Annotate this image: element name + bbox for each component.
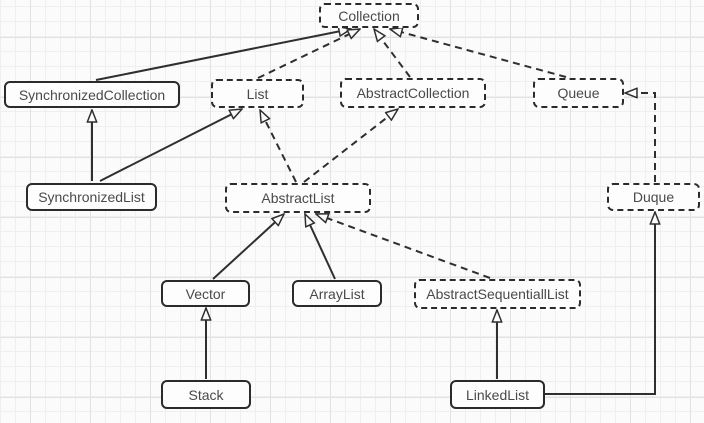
- node-collection[interactable]: Collection: [319, 3, 419, 28]
- node-stack[interactable]: Stack: [161, 380, 251, 409]
- edge-list-to-collection[interactable]: [257, 28, 360, 79]
- node-list-label: List: [246, 85, 269, 102]
- node-collection-label: Collection: [338, 7, 400, 24]
- edge-synchronizedlist-to-list[interactable]: [99, 109, 242, 182]
- edge-queue-to-collection[interactable]: [390, 29, 567, 78]
- node-synchronized-list-label: SynchronizedList: [38, 189, 145, 205]
- edge-abstractsequentialllist-to-abstractlist[interactable]: [316, 214, 491, 279]
- edge-abstractcollection-to-collection[interactable]: [374, 29, 411, 78]
- node-abstract-list-label: AbstractList: [261, 190, 335, 206]
- edge-synchronizedcollection-to-collection[interactable]: [95, 29, 351, 81]
- node-queue-label: Queue: [557, 85, 600, 101]
- edge-abstractlist-to-list[interactable]: [260, 110, 297, 183]
- node-list[interactable]: List: [211, 79, 304, 108]
- edge-linkedlist-to-duque[interactable]: [544, 212, 655, 395]
- node-array-list[interactable]: ArrayList: [292, 280, 382, 307]
- node-duque[interactable]: Duque: [607, 183, 700, 211]
- edge-abstractlist-to-abstractcollection[interactable]: [303, 109, 398, 183]
- node-duque-label: Duque: [632, 189, 675, 205]
- node-abstract-list[interactable]: AbstractList: [225, 183, 371, 213]
- edge-arraylist-to-abstractlist[interactable]: [304, 214, 336, 280]
- node-stack-label: Stack: [188, 386, 224, 403]
- node-synchronized-collection[interactable]: SynchronizedCollection: [4, 81, 180, 108]
- node-vector-label: Vector: [185, 285, 226, 302]
- node-synchronized-list[interactable]: SynchronizedList: [26, 183, 157, 211]
- edge-duque-to-queue[interactable]: [625, 93, 656, 182]
- node-queue[interactable]: Queue: [533, 78, 624, 108]
- edge-vector-to-abstractlist[interactable]: [212, 214, 284, 280]
- node-abstract-sequentiall-list[interactable]: AbstractSequentiallList: [414, 279, 581, 309]
- node-linked-list-label: LinkedList: [465, 386, 530, 403]
- node-array-list-label: ArrayList: [309, 285, 365, 302]
- node-abstract-sequentiall-list-label: AbstractSequentiallList: [426, 286, 569, 302]
- node-linked-list[interactable]: LinkedList: [450, 380, 545, 409]
- node-abstract-collection-label: AbstractCollection: [356, 85, 470, 101]
- node-synchronized-collection-label: SynchronizedCollection: [18, 86, 166, 103]
- node-vector[interactable]: Vector: [161, 280, 250, 307]
- node-abstract-collection[interactable]: AbstractCollection: [340, 78, 486, 108]
